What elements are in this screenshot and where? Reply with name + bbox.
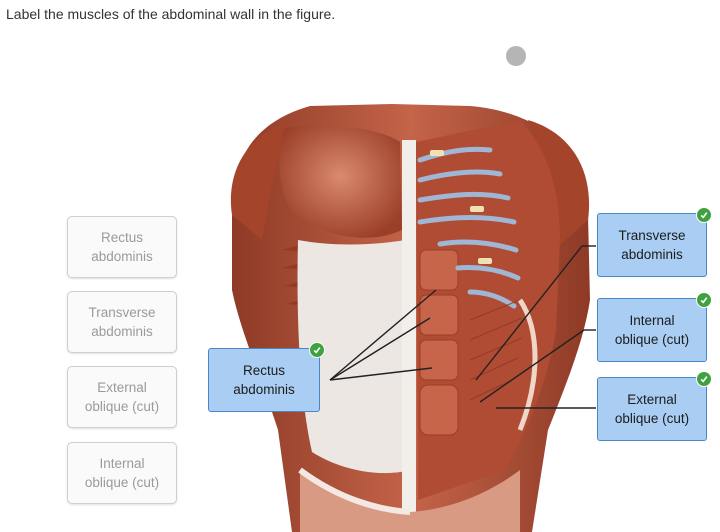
placed-label-internal-oblique[interactable]: Internal oblique (cut) [597,292,712,362]
correct-check-icon [696,207,712,223]
bank-label-text: Transverse abdominis [88,305,156,339]
correct-check-icon [309,342,325,358]
placed-label-transverse-abdominis[interactable]: Transverse abdominis [597,207,712,277]
label-bank-transverse-abdominis[interactable]: Transverse abdominis [67,291,177,353]
bank-label-text: Rectus abdominis [91,230,153,264]
label-bank-rectus-abdominis[interactable]: Rectus abdominis [67,216,177,278]
placed-label-external-oblique[interactable]: External oblique (cut) [597,371,712,441]
bank-label-text: External oblique (cut) [84,380,160,414]
correct-check-icon [696,292,712,308]
bank-label-text: Internal oblique (cut) [84,456,160,490]
label-bank-internal-oblique[interactable]: Internal oblique (cut) [67,442,177,504]
correct-check-icon [696,371,712,387]
placed-label-rectus-abdominis[interactable]: Rectus abdominis [208,342,325,412]
instruction-text: Label the muscles of the abdominal wall … [6,6,336,22]
status-dot-icon [506,46,526,66]
label-bank-external-oblique[interactable]: External oblique (cut) [67,366,177,428]
